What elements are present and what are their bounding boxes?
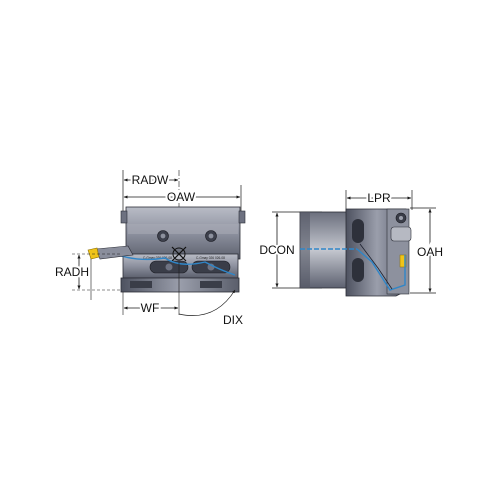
- slot-bolt-icon: [165, 263, 173, 271]
- side-view: LPR DCON OAH: [257, 189, 445, 297]
- body-highlight: [128, 224, 238, 234]
- bolt-icon: [157, 230, 169, 242]
- coolant-channel: [117, 254, 236, 276]
- cutting-insert: [87, 247, 100, 260]
- clamp-lever: [390, 226, 412, 242]
- cutting-insert: [399, 254, 407, 268]
- side-tab: [238, 210, 246, 224]
- engraved-marking: C-Gmay 026 026-08: [143, 256, 172, 260]
- head-recess: [352, 258, 364, 282]
- engraved-marking: C-Gmay 026 026-08: [196, 256, 225, 260]
- wf-label: WF: [141, 301, 160, 315]
- base-pocket: [130, 281, 152, 288]
- oaw-label: OAW: [167, 190, 196, 204]
- dix-arc: [178, 289, 236, 316]
- side-tab: [120, 210, 128, 224]
- base-pocket: [200, 281, 222, 288]
- bolt-icon: [205, 230, 217, 242]
- front-view: C-Gmay 026 026-08 C-Gmay 026 026-08 RADW: [53, 170, 246, 327]
- shank-shadow: [300, 212, 310, 288]
- screw-icon: [395, 212, 407, 224]
- dcon-label: DCON: [259, 243, 294, 257]
- coolant-channel: [356, 248, 406, 291]
- internal-line: [359, 243, 393, 290]
- lpr-label: LPR: [367, 191, 391, 205]
- radh-label: RADH: [55, 265, 89, 279]
- oah-label: OAH: [417, 245, 443, 259]
- dix-label: DIX: [223, 313, 243, 327]
- head-recess: [352, 219, 364, 243]
- radw-label: RADW: [132, 173, 169, 187]
- crosshair-icon: [171, 246, 187, 262]
